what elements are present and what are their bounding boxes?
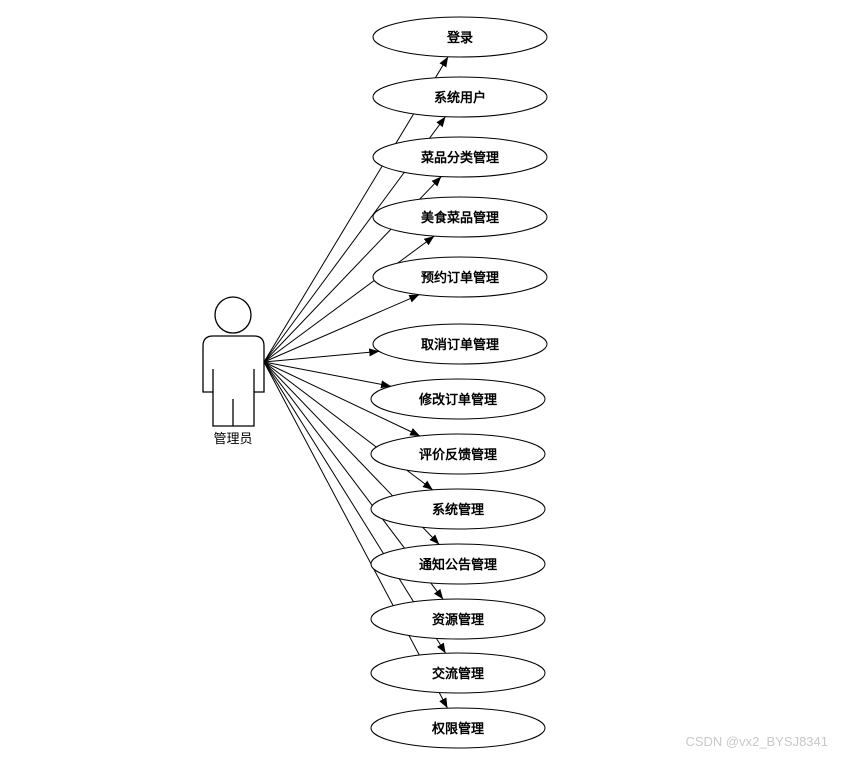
use-case: 预约订单管理 bbox=[372, 256, 548, 298]
use-case-ellipse bbox=[370, 543, 546, 585]
use-case: 取消订单管理 bbox=[372, 323, 548, 365]
use-case-ellipse bbox=[372, 76, 548, 118]
association-arrow bbox=[263, 361, 421, 437]
watermark: CSDN @vx2_BYSJ8341 bbox=[685, 734, 828, 749]
use-case-label: 权限管理 bbox=[431, 721, 484, 737]
actor bbox=[202, 296, 265, 427]
use-case: 交流管理 bbox=[370, 652, 546, 694]
association-arrow bbox=[263, 361, 448, 709]
use-case-ellipse bbox=[372, 323, 548, 365]
use-case: 权限管理 bbox=[370, 707, 546, 749]
use-case: 系统管理 bbox=[370, 488, 546, 530]
use-case-ellipse bbox=[370, 378, 546, 420]
use-case-label: 预约订单管理 bbox=[421, 270, 499, 286]
actor-head bbox=[214, 296, 252, 334]
use-case-ellipse bbox=[370, 488, 546, 530]
use-case-label: 通知公告管理 bbox=[419, 557, 497, 573]
use-case-label: 菜品分类管理 bbox=[420, 150, 499, 166]
use-case: 菜品分类管理 bbox=[372, 136, 548, 178]
actor-body bbox=[202, 335, 265, 427]
use-case: 登录 bbox=[372, 16, 548, 58]
use-case: 美食菜品管理 bbox=[372, 196, 548, 238]
actor-label: 管理员 bbox=[213, 432, 252, 447]
association-arrow bbox=[263, 294, 420, 363]
association-arrow bbox=[263, 361, 392, 389]
use-case-ellipse bbox=[370, 598, 546, 640]
use-case-ellipse bbox=[372, 196, 548, 238]
use-case-label: 修改订单管理 bbox=[418, 392, 497, 408]
use-case: 资源管理 bbox=[370, 598, 546, 640]
use-case-ellipse bbox=[372, 256, 548, 298]
use-case: 系统用户 bbox=[372, 76, 548, 118]
association-arrow bbox=[263, 348, 380, 363]
use-case-ellipse bbox=[372, 16, 548, 58]
use-case: 修改订单管理 bbox=[370, 378, 546, 420]
use-case-label: 取消订单管理 bbox=[421, 337, 499, 353]
use-case-label: 评价反馈管理 bbox=[419, 447, 497, 463]
use-case-label: 登录 bbox=[446, 30, 473, 46]
use-case-label: 系统用户 bbox=[434, 90, 486, 106]
use-case-ellipse bbox=[370, 707, 546, 749]
use-case-label: 系统管理 bbox=[432, 502, 484, 518]
use-case: 评价反馈管理 bbox=[370, 433, 546, 475]
use-case-label: 资源管理 bbox=[432, 612, 484, 628]
use-case-label: 交流管理 bbox=[432, 666, 484, 682]
use-case: 通知公告管理 bbox=[370, 543, 546, 585]
use-case-ellipse bbox=[370, 652, 546, 694]
use-case-ellipse bbox=[372, 136, 548, 178]
use-case-ellipse bbox=[370, 433, 546, 475]
use-case-label: 美食菜品管理 bbox=[421, 210, 499, 226]
association-arrow bbox=[263, 235, 435, 363]
